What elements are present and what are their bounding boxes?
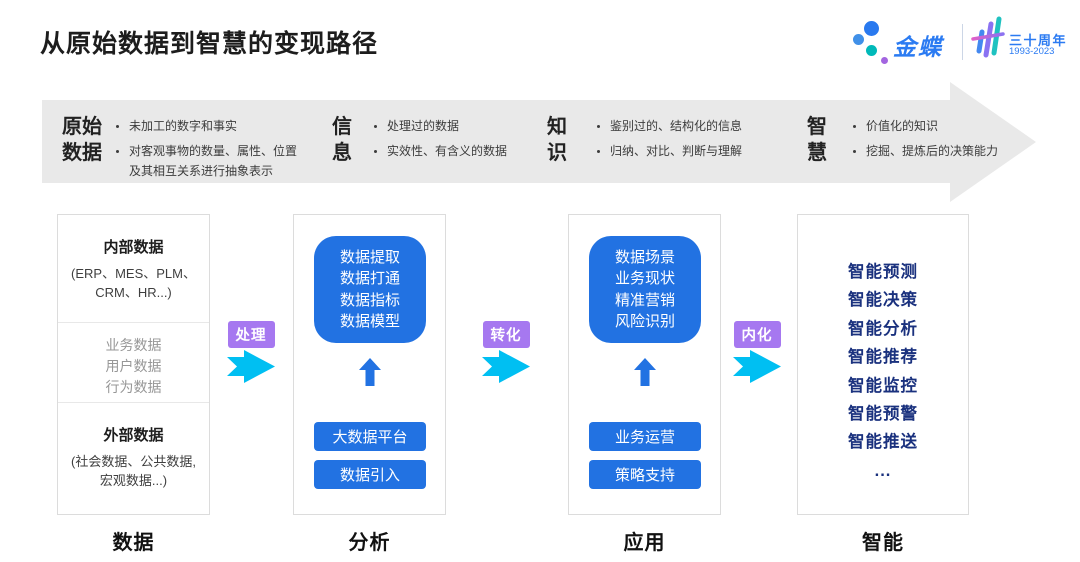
right-arrow-icon [482,350,530,383]
intelligence-item: 智能预测 [848,263,918,281]
data-import-button: 数据引入 [314,460,426,489]
banner-section-items: 价值化的知识 挖掘、提炼后的决策能力 [853,114,998,166]
up-arrow-icon [634,358,656,386]
banner-section-information: 信 息 处理过的数据 实效性、有含义的数据 [332,114,507,166]
analysis-card: 数据提取 数据打通 数据指标 数据模型 [314,236,426,343]
dikw-arrow-head [950,82,1036,202]
kingdee-brand-text: 金蝶 [893,34,943,60]
bullet-icon [116,125,119,128]
business-operation-button: 业务运营 [589,422,701,451]
bullet-icon [374,150,377,153]
connector-internalize: 内化 [729,321,785,383]
internal-data-desc: (ERP、MES、PLM、CRM、HR...) [71,266,196,300]
middle-data-section: 业务数据 用户数据 行为数据 [58,323,209,403]
application-column-box: 数据场景 业务现状 精准营销 风险识别 业务运营 策略支持 [568,214,721,515]
application-card: 数据场景 业务现状 精准营销 风险识别 [589,236,701,343]
internal-data-section: 内部数据 (ERP、MES、PLM、CRM、HR...) [58,215,209,323]
external-data-desc: (社会数据、公共数据, 宏观数据...) [71,454,196,488]
bullet-icon [853,150,856,153]
column-label-analysis: 分析 [348,532,391,554]
big-data-platform-button: 大数据平台 [314,422,426,451]
dikw-arrow-banner [42,100,952,183]
banner-section-raw-data: 原始 数据 未加工的数字和事实 对客观事物的数量、属性、位置及其相互关系进行抽象… [62,114,298,186]
banner-section-items: 鉴别过的、结构化的信息 归纳、对比、判断与理解 [597,114,742,166]
banner-section-wisdom: 智 慧 价值化的知识 挖掘、提炼后的决策能力 [807,114,998,166]
internal-data-title: 内部数据 [103,239,164,256]
external-data-title: 外部数据 [103,427,164,444]
logo-dot-icon [853,34,864,45]
right-arrow-icon [227,350,275,383]
intelligence-item: 智能推荐 [848,348,918,367]
logo-dot-icon [864,21,879,36]
logo-dot-icon [866,45,877,56]
intelligence-ellipsis: ... [874,461,892,480]
transform-badge: 转化 [482,321,530,348]
bullet-icon [853,125,856,128]
intelligence-item: 智能预警 [848,405,918,424]
internalize-badge: 内化 [733,321,781,348]
page-title: 从原始数据到智慧的变现路径 [40,30,379,58]
column-label-data: 数据 [112,532,155,554]
up-arrow-icon [359,358,381,386]
column-label-intelligence: 智能 [862,532,904,554]
banner-section-title: 知 识 [547,116,567,164]
intelligence-item: 智能推送 [848,433,918,452]
anniversary-years: 1993-2023 [1009,46,1055,57]
banner-section-items: 处理过的数据 实效性、有含义的数据 [374,114,507,166]
logo-divider [962,24,963,60]
logo-dot-icon [881,57,888,64]
thirty-anniversary-mark-icon [971,16,1005,58]
column-label-application: 应用 [623,532,666,554]
intelligence-item: 智能分析 [848,319,918,338]
bullet-icon [116,150,119,153]
connector-transform: 转化 [478,321,534,383]
intelligence-item: 智能决策 [848,291,918,310]
intelligence-item: 智能监控 [848,376,918,395]
bullet-icon [597,150,600,153]
bullet-icon [597,125,600,128]
banner-section-title: 信 息 [332,116,352,164]
connector-process: 处理 [223,321,279,383]
intelligence-column-box: 智能预测 智能决策 智能分析 智能推荐 智能监控 智能预警 智能推送 ... [797,214,969,515]
bullet-icon [374,125,377,128]
right-arrow-icon [733,350,781,383]
analysis-column-box: 数据提取 数据打通 数据指标 数据模型 大数据平台 数据引入 [293,214,446,515]
strategy-support-button: 策略支持 [589,460,701,489]
anniversary-text: 三十周年 [1009,33,1068,48]
banner-section-title: 智 慧 [807,116,827,164]
banner-section-items: 未加工的数字和事实 对客观事物的数量、属性、位置及其相互关系进行抽象表示 [116,114,298,186]
banner-section-knowledge: 知 识 鉴别过的、结构化的信息 归纳、对比、判断与理解 [547,114,742,166]
external-data-section: 外部数据 (社会数据、公共数据, 宏观数据...) [58,403,209,514]
process-badge: 处理 [227,321,275,348]
banner-section-title: 原始 数据 [62,116,102,164]
data-column-box: 内部数据 (ERP、MES、PLM、CRM、HR...) 业务数据 用户数据 行… [57,214,210,515]
